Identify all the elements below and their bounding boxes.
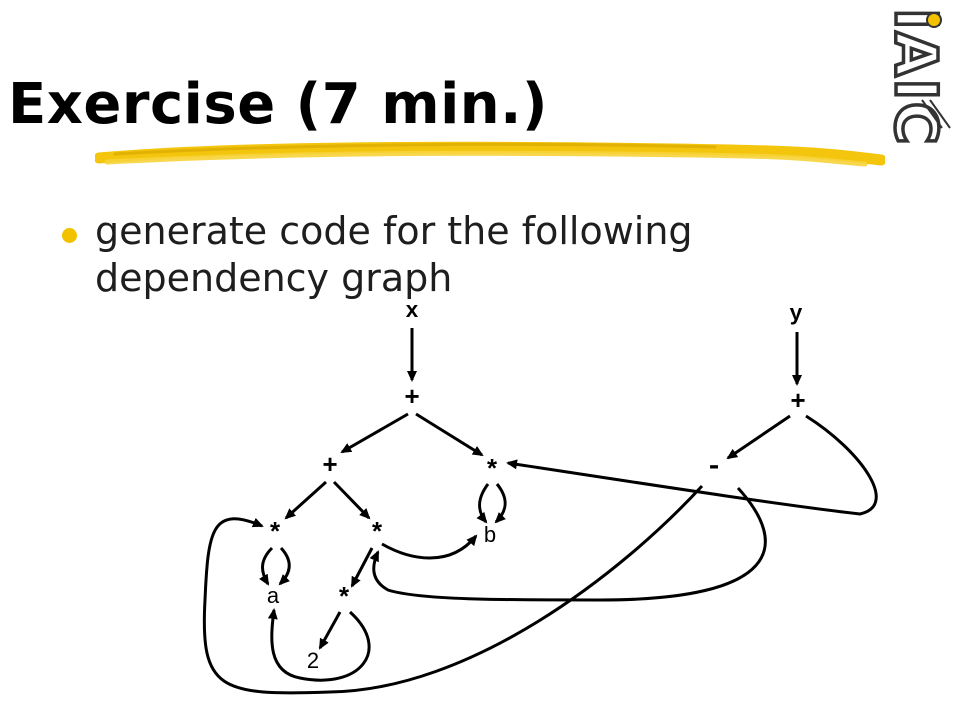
iaic-logo: IAIC bbox=[880, 6, 952, 144]
title-underline bbox=[95, 141, 885, 167]
node-y: y bbox=[789, 302, 802, 327]
node-b: b bbox=[484, 522, 496, 547]
node-a: a bbox=[267, 583, 280, 608]
node-mul-2: * bbox=[336, 584, 352, 614]
edge-minus-mula bbox=[202, 484, 704, 695]
edge-plusy-minus bbox=[726, 414, 791, 460]
node-mul-a: * bbox=[267, 519, 283, 549]
edge-mulb-b-2 bbox=[494, 483, 507, 524]
edge-mulb-b-1 bbox=[476, 483, 490, 524]
slide-title: Exercise (7 min.) bbox=[8, 72, 549, 137]
node-plus-left: + bbox=[322, 451, 338, 481]
logo-text: IAIC bbox=[882, 8, 950, 144]
edge-plusx-mulb bbox=[415, 412, 484, 457]
node-x: x bbox=[405, 299, 418, 324]
edge-plusleft-mulmid bbox=[332, 480, 371, 520]
edge-minus-mulmid bbox=[369, 486, 767, 602]
edge-plusy-mulb bbox=[506, 414, 878, 516]
node-mul-mid: * bbox=[369, 519, 385, 549]
edge-plusx-plusleft bbox=[340, 412, 409, 454]
edge-mul2-two bbox=[318, 611, 342, 650]
edge-mul2-a bbox=[267, 608, 371, 682]
edge-plusleft-mula bbox=[284, 480, 328, 520]
edge-mulmid-b bbox=[381, 534, 478, 560]
node-two: 2 bbox=[307, 648, 319, 673]
edge-mulmid-mul2 bbox=[350, 547, 374, 588]
node-plus-y: + bbox=[790, 387, 806, 417]
bullet-item: generate code for the following dependen… bbox=[62, 208, 815, 302]
bullet-dot-icon bbox=[62, 228, 77, 243]
edge-mula-a-1 bbox=[259, 546, 274, 586]
edge-mula-a-2 bbox=[278, 546, 291, 586]
logo-dot-icon bbox=[926, 12, 942, 28]
node-minus: - bbox=[706, 452, 723, 483]
node-mul-b: * bbox=[484, 456, 500, 486]
node-plus-x: + bbox=[404, 383, 420, 413]
bullet-text: generate code for the following dependen… bbox=[95, 209, 693, 300]
